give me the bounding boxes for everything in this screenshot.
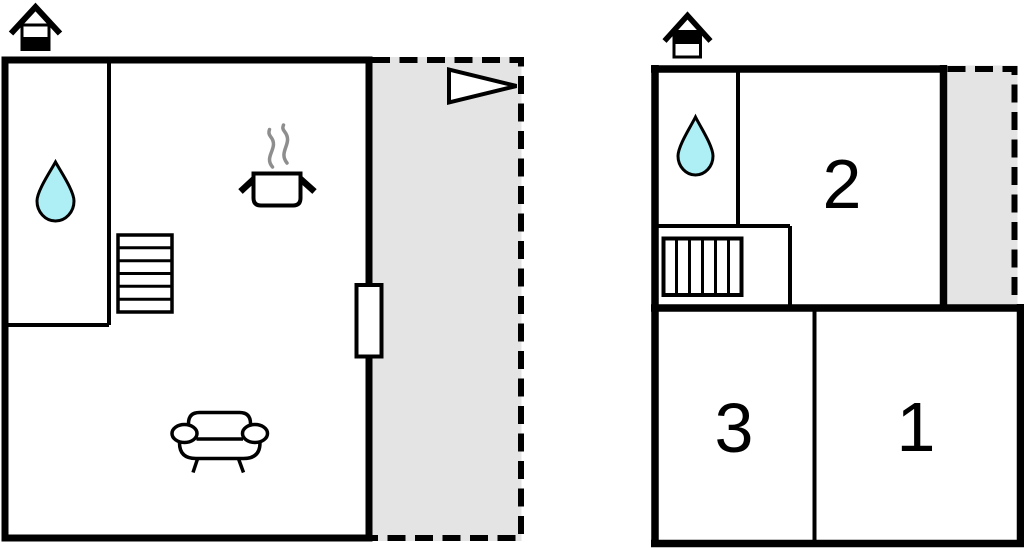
terrace-dashed-border [372, 57, 524, 541]
sofa-armrest-right [240, 422, 270, 445]
sofa-icon [170, 410, 270, 474]
room-label-1: 1 [897, 388, 936, 466]
chimney-box-fill [20, 37, 51, 51]
first-floor-plan: 2 3 1 [651, 11, 1024, 548]
door-icon [354, 283, 384, 359]
water-drop-icon [35, 158, 76, 223]
terrace-area [947, 65, 1018, 308]
chimney-roof [662, 11, 713, 43]
stairs-treads [118, 246, 172, 301]
bathroom-walls [5, 60, 111, 327]
chimney-roof [8, 2, 63, 36]
exterior-walls [1, 56, 373, 542]
exterior-walls [651, 65, 1024, 548]
room-label-2: 2 [823, 145, 862, 223]
chimney-icon [662, 11, 713, 59]
terrace-dashed-border [947, 66, 1018, 308]
steam-line-right [281, 123, 290, 165]
stairs-icon [661, 236, 744, 297]
interior-walls [653, 69, 817, 544]
steam-line-left [267, 127, 276, 169]
stairs-icon [116, 233, 174, 314]
room-label-3: 3 [715, 389, 754, 467]
sofa-armrest-left [170, 422, 199, 445]
cooking-pot-icon [238, 123, 317, 208]
water-drop-icon [676, 113, 715, 177]
direction-arrow-icon [447, 66, 517, 106]
ground-floor-plan [1, 2, 524, 542]
pot-body [251, 171, 303, 208]
chimney-box-fill [672, 30, 702, 44]
stairs-treads [675, 238, 730, 295]
terrace-area [372, 57, 522, 541]
chimney-icon [8, 2, 63, 51]
